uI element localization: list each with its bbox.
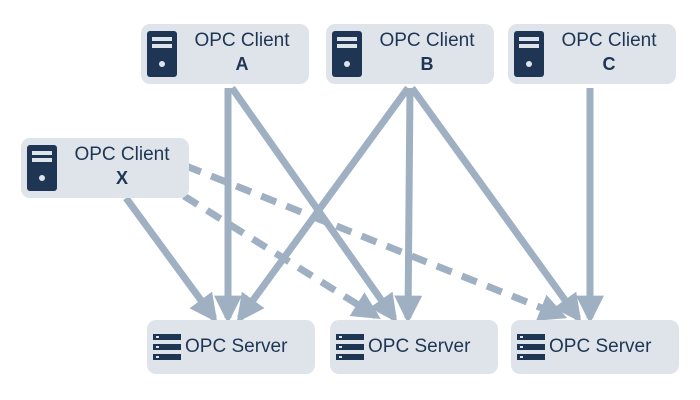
server-tower-icon xyxy=(147,31,177,77)
server-rack-icon xyxy=(517,334,545,360)
client-title: OPC Client xyxy=(74,144,170,165)
client-letter: X xyxy=(115,168,128,188)
server-title: OPC Server xyxy=(368,336,471,357)
server-rack-icon xyxy=(153,334,181,360)
server-title: OPC Server xyxy=(185,336,288,357)
connection-b-s2 xyxy=(394,87,423,324)
client-title: OPC Client xyxy=(561,30,657,51)
client-label: OPC Client B xyxy=(364,29,490,75)
opc-client-a[interactable]: OPC Client A xyxy=(141,24,309,84)
opc-server-3[interactable]: OPC Server xyxy=(511,320,679,374)
client-title: OPC Client xyxy=(194,30,290,51)
client-label: OPC Client C xyxy=(546,29,672,75)
opc-server-1[interactable]: OPC Server xyxy=(147,320,315,374)
client-title: OPC Client xyxy=(379,30,475,51)
server-tower-icon xyxy=(27,145,57,191)
opc-client-b[interactable]: OPC Client B xyxy=(326,24,494,84)
opc-client-x[interactable]: OPC Client X xyxy=(21,138,189,198)
connection-x-s1 xyxy=(123,195,218,323)
server-title: OPC Server xyxy=(549,336,652,357)
client-label: OPC Client A xyxy=(179,29,305,75)
connection-x-s3 xyxy=(184,162,568,321)
opc-server-2[interactable]: OPC Server xyxy=(330,320,498,374)
client-label: OPC Client X xyxy=(59,143,185,189)
client-letter: A xyxy=(235,54,249,74)
client-letter: C xyxy=(602,54,616,74)
connection-x-s2 xyxy=(182,193,381,319)
connection-b-s3 xyxy=(409,85,582,323)
server-tower-icon xyxy=(514,31,544,77)
opc-client-c[interactable]: OPC Client C xyxy=(508,24,676,84)
server-rack-icon xyxy=(336,334,364,360)
server-tower-icon xyxy=(332,31,362,77)
client-letter: B xyxy=(420,54,434,74)
connection-b-s1 xyxy=(236,85,411,323)
connection-a-s2 xyxy=(229,85,398,323)
